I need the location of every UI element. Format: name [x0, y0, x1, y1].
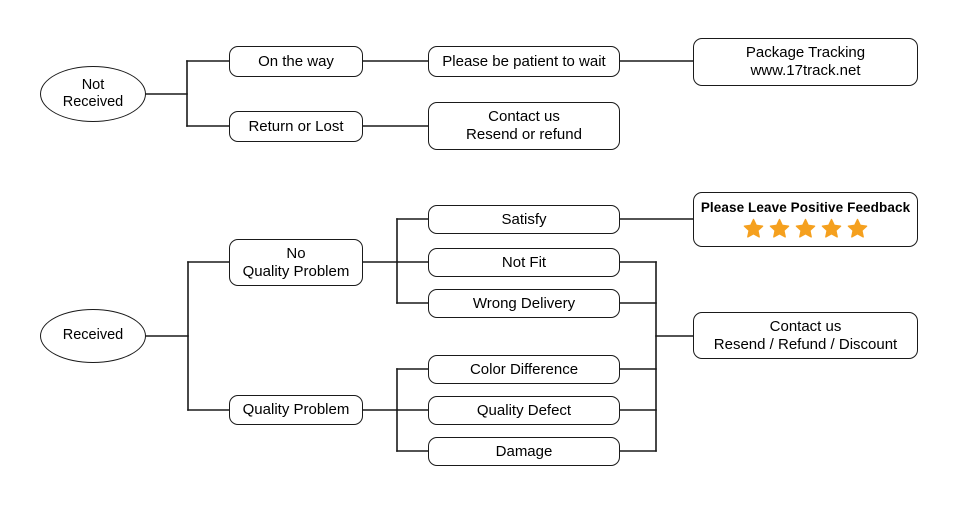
node-color-difference-label: Color Difference	[469, 360, 579, 378]
node-quality-problem[interactable]: Quality Problem	[229, 395, 363, 425]
node-return-or-lost-label: Return or Lost	[248, 117, 344, 135]
node-quality-problem-label: Quality Problem	[242, 401, 350, 419]
node-return-or-lost[interactable]: Return or Lost	[229, 111, 363, 142]
node-not-received-label: Not Received	[62, 76, 124, 110]
star-icon[interactable]	[769, 218, 790, 239]
node-damage[interactable]: Damage	[428, 437, 620, 466]
node-received[interactable]: Received	[40, 309, 146, 363]
node-package-tracking[interactable]: Package Tracking www.17track.net	[693, 38, 918, 86]
node-please-leave-positive-feedback[interactable]: Please Leave Positive Feedback	[693, 192, 918, 247]
node-contact-us-resend-or-refund[interactable]: Contact us Resend or refund	[428, 102, 620, 150]
star-rating[interactable]	[743, 218, 868, 239]
node-not-received[interactable]: Not Received	[40, 66, 146, 122]
node-no-quality-problem-label: No Quality Problem	[242, 244, 350, 280]
star-icon[interactable]	[821, 218, 842, 239]
node-on-the-way[interactable]: On the way	[229, 46, 363, 77]
node-package-tracking-label: Package Tracking www.17track.net	[745, 44, 866, 79]
node-no-quality-problem[interactable]: No Quality Problem	[229, 239, 363, 286]
node-contact-resend-label: Contact us Resend or refund	[466, 108, 582, 143]
node-satisfy[interactable]: Satisfy	[428, 205, 620, 234]
node-quality-defect-label: Quality Defect	[476, 401, 572, 419]
node-damage-label: Damage	[495, 442, 553, 460]
star-icon[interactable]	[847, 218, 868, 239]
node-quality-defect[interactable]: Quality Defect	[428, 396, 620, 425]
node-not-fit-label: Not Fit	[501, 253, 547, 271]
star-icon[interactable]	[743, 218, 764, 239]
node-satisfy-label: Satisfy	[501, 210, 547, 228]
node-please-be-patient-to-wait[interactable]: Please be patient to wait	[428, 46, 620, 77]
node-not-fit[interactable]: Not Fit	[428, 248, 620, 277]
node-contact-discount-label: Contact us Resend / Refund / Discount	[713, 317, 898, 353]
node-received-label: Received	[62, 327, 124, 344]
feedback-label: Please Leave Positive Feedback	[700, 200, 911, 216]
node-wait-label: Please be patient to wait	[442, 52, 606, 70]
node-on-the-way-label: On the way	[258, 52, 334, 70]
node-wrong-delivery[interactable]: Wrong Delivery	[428, 289, 620, 318]
node-color-difference[interactable]: Color Difference	[428, 355, 620, 384]
node-contact-us-resend-refund-discount[interactable]: Contact us Resend / Refund / Discount	[693, 312, 918, 359]
node-wrong-delivery-label: Wrong Delivery	[472, 294, 576, 312]
star-icon[interactable]	[795, 218, 816, 239]
